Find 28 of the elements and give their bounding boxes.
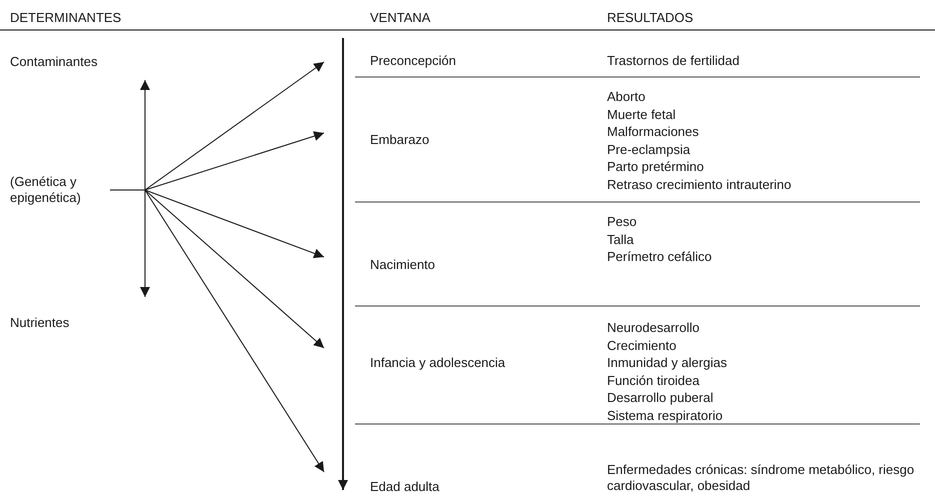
outcome-text: Talla bbox=[607, 232, 634, 248]
outcome-text: Parto pretérmino bbox=[607, 159, 704, 175]
column-header: VENTANA bbox=[370, 10, 430, 26]
outcome-text: Perímetro cefálico bbox=[607, 249, 712, 265]
outcome-text: Pre-eclampsia bbox=[607, 142, 690, 158]
outcome-text: Desarrollo puberal bbox=[607, 390, 714, 406]
determinant-label: (Genética y epigenética) bbox=[10, 174, 82, 206]
window-label: Embarazo bbox=[370, 132, 430, 148]
outcome-text: Muerte fetal bbox=[607, 106, 676, 122]
outcome-text: Función tiroidea bbox=[607, 372, 700, 388]
outcome-text: Retraso crecimiento intrauterino bbox=[607, 176, 792, 192]
window-label: Edad adulta bbox=[370, 479, 440, 495]
window-label: Preconcepción bbox=[370, 53, 456, 69]
outcome-text: Enfermedades crónicas: síndrome metabólico, riesgo cardiovascular, obesidad bbox=[607, 462, 916, 494]
column-header: RESULTADOS bbox=[607, 10, 694, 26]
determinant-label: Nutrientes bbox=[10, 315, 70, 331]
outcome-text: Malformaciones bbox=[607, 124, 699, 140]
outcome-text: Peso bbox=[607, 214, 637, 230]
outcome-text: Sistema respiratorio bbox=[607, 408, 723, 424]
determinant-label: Contaminantes bbox=[10, 54, 98, 70]
outcome-text: Crecimiento bbox=[607, 338, 676, 354]
outcome-text: Trastornos de fertilidad bbox=[607, 53, 740, 69]
outcome-text: Aborto bbox=[607, 89, 646, 105]
outcome-text: Inmunidad y alergias bbox=[607, 355, 727, 371]
outcome-text: Neurodesarrollo bbox=[607, 320, 700, 336]
column-header: DETERMINANTES bbox=[10, 10, 122, 26]
window-label: Infancia y adolescencia bbox=[370, 355, 506, 371]
window-label: Nacimiento bbox=[370, 257, 436, 273]
